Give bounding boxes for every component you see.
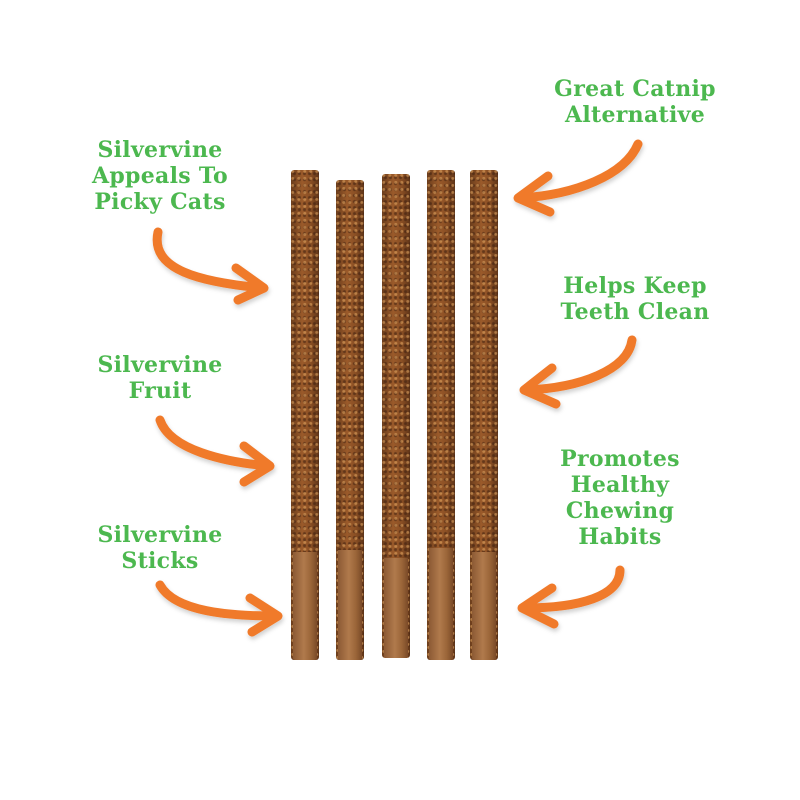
silvervine-stick (427, 170, 455, 660)
label-silvervine-sticks: Silvervine Sticks (75, 522, 245, 574)
silvervine-stick (382, 174, 410, 658)
label-appeals-to-picky-cats: Silvervine Appeals To Picky Cats (75, 137, 245, 215)
label-line: Alternative (564, 102, 706, 128)
label-line: Silvervine (97, 137, 223, 163)
label-line: Fruit (128, 378, 192, 404)
label-silvervine-fruit: Silvervine Fruit (75, 352, 245, 404)
label-line: Teeth Clean (560, 299, 710, 325)
silvervine-stick (470, 170, 498, 660)
label-line: Promotes (560, 446, 680, 472)
label-promotes-healthy-chewing-habits: Promotes Healthy Chewing Habits (535, 446, 705, 550)
label-line: Silvervine (97, 352, 223, 378)
silvervine-stick (336, 180, 364, 660)
label-line: Sticks (121, 548, 199, 574)
label-line: Habits (578, 524, 662, 550)
label-line: Chewing (565, 498, 675, 524)
label-line: Helps Keep (563, 273, 707, 299)
label-great-catnip-alternative: Great Catnip Alternative (530, 76, 740, 128)
label-line: Appeals To (91, 163, 228, 189)
label-line: Silvervine (97, 522, 223, 548)
label-line: Great Catnip (554, 76, 716, 102)
label-line: Healthy (570, 472, 670, 498)
label-helps-keep-teeth-clean: Helps Keep Teeth Clean (535, 273, 735, 325)
silvervine-stick (291, 170, 319, 660)
label-line: Picky Cats (94, 189, 226, 215)
